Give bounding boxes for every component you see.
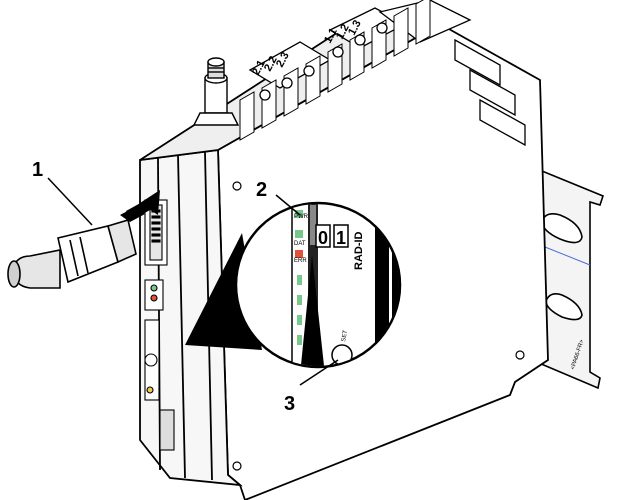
svg-text:1: 1: [336, 228, 346, 248]
front-panel-details: [144, 199, 175, 451]
svg-text:RAD-ID: RAD-ID: [353, 231, 365, 270]
detail-magnifier: PWR DAT ERR 0 1 RAD-ID SET: [185, 201, 402, 369]
callout-1: 1: [32, 159, 43, 181]
svg-text:SET: SET: [341, 329, 349, 342]
callout-3: 3: [284, 393, 295, 415]
antenna-connector: [192, 57, 240, 126]
svg-text:0: 0: [318, 228, 328, 248]
callout-leaders: [47, 177, 339, 386]
svg-text:ERR: ERR: [294, 258, 307, 264]
usb-cable: [7, 218, 137, 289]
svg-text:DAT: DAT: [294, 241, 306, 247]
callout-2: 2: [256, 179, 267, 201]
insert-arrow: [120, 190, 160, 222]
svg-text:PWR: PWR: [294, 214, 309, 220]
terminal-blocks: [239, 0, 526, 147]
housing-screws: [232, 181, 525, 471]
